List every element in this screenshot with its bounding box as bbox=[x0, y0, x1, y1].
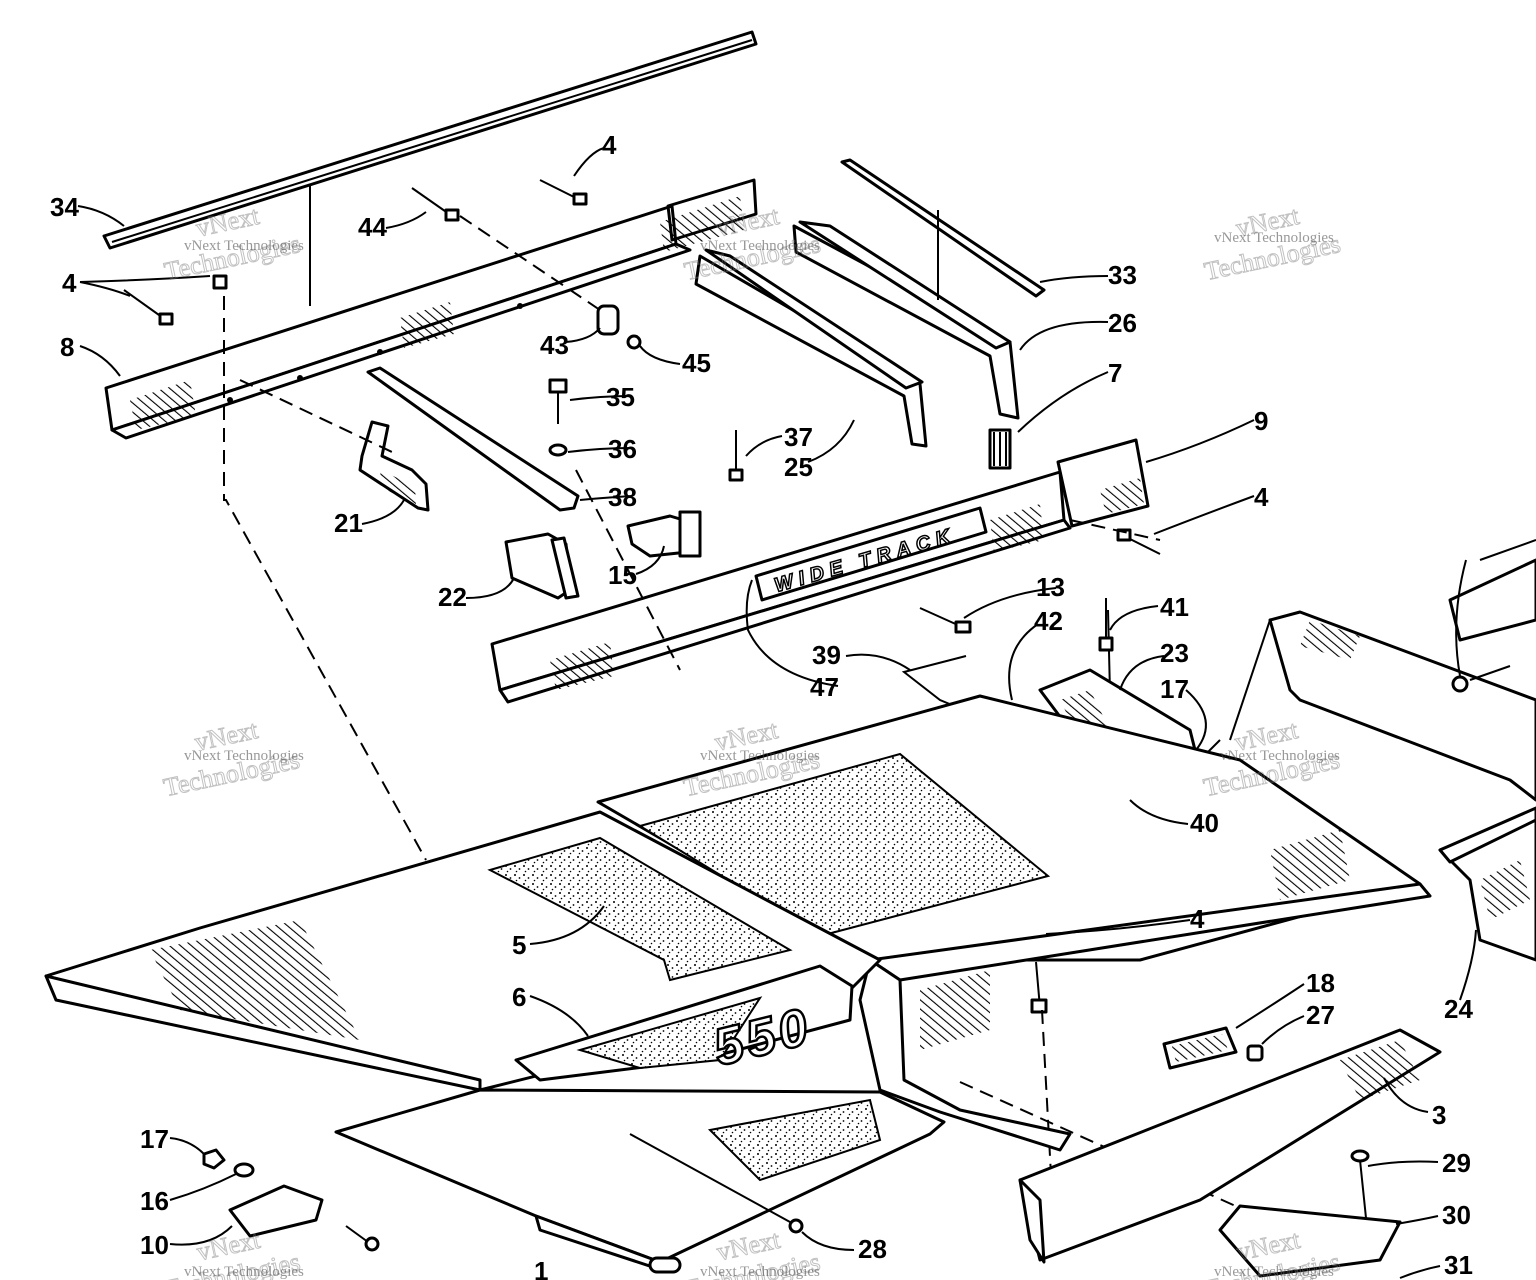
part-30-footrest bbox=[1218, 1204, 1402, 1278]
callout-43: 43 bbox=[540, 330, 569, 360]
callout-34: 34 bbox=[50, 192, 79, 222]
callout-4-right: 4 bbox=[1254, 482, 1269, 512]
callout-3: 3 bbox=[1432, 1100, 1446, 1130]
callout-27: 27 bbox=[1306, 1000, 1335, 1030]
callout-29: 29 bbox=[1442, 1148, 1471, 1178]
part-43-clip bbox=[596, 304, 642, 350]
part-26-bracket-rail bbox=[792, 220, 1020, 420]
part-29-bolt bbox=[1350, 1149, 1370, 1219]
callout-42: 42 bbox=[1034, 606, 1063, 636]
callout-44: 44 bbox=[358, 212, 387, 242]
leader-lines bbox=[77, 147, 1477, 1279]
part-5-pad bbox=[487, 836, 793, 982]
part-41-rivet bbox=[1098, 598, 1114, 652]
part-28-screw bbox=[629, 1133, 804, 1234]
part-17-nut-lower bbox=[202, 1148, 226, 1170]
callout-33: 33 bbox=[1108, 260, 1137, 290]
callout-15: 15 bbox=[608, 560, 637, 590]
callout-26: 26 bbox=[1108, 308, 1137, 338]
part-35-bolt bbox=[548, 378, 568, 457]
watermark-text: vNext Technologies bbox=[184, 748, 304, 764]
callout-22: 22 bbox=[438, 582, 467, 612]
part-3-running-board bbox=[1018, 1028, 1442, 1264]
callout-18: 18 bbox=[1306, 968, 1335, 998]
callout-31: 31 bbox=[1444, 1250, 1473, 1280]
part-33-strip bbox=[840, 158, 1046, 298]
watermark-text: vNext Technologies bbox=[700, 1264, 820, 1280]
part-9-end-plate bbox=[1056, 438, 1150, 528]
callout-41: 41 bbox=[1160, 592, 1189, 622]
watermark-text: vNext Technologies bbox=[184, 1264, 304, 1280]
callout-13: 13 bbox=[1036, 572, 1065, 602]
callout-24: 24 bbox=[1444, 994, 1473, 1024]
part-27-screw bbox=[1246, 1044, 1264, 1062]
callout-37: 37 bbox=[784, 422, 813, 452]
callout-17-upper: 17 bbox=[1160, 674, 1189, 704]
callout-5: 5 bbox=[512, 930, 526, 960]
part-21-bracket bbox=[358, 420, 430, 512]
callout-4-top: 4 bbox=[602, 130, 617, 160]
part-4-rivets bbox=[123, 179, 1161, 1014]
part-8-rail-channel bbox=[104, 178, 758, 440]
part-47-wide-track-rail: WIDE TRACK bbox=[490, 470, 1072, 704]
callout-40: 40 bbox=[1190, 808, 1219, 838]
part-10-block bbox=[228, 1184, 324, 1238]
callout-28: 28 bbox=[858, 1234, 887, 1264]
callout-39: 39 bbox=[812, 640, 841, 670]
callout-10: 10 bbox=[140, 1230, 169, 1260]
watermark-text: vNext Technologies bbox=[184, 238, 304, 254]
callout-4: 4 bbox=[62, 268, 77, 298]
watermark-text: vNext Technologies bbox=[700, 238, 820, 254]
watermark-text: vNext Technologies bbox=[1214, 1264, 1334, 1280]
callout-38: 38 bbox=[608, 482, 637, 512]
callout-30: 30 bbox=[1442, 1200, 1471, 1230]
tunnel-body bbox=[596, 694, 1536, 1152]
callout-7: 7 bbox=[1108, 358, 1122, 388]
callout-47: 47 bbox=[810, 672, 839, 702]
callout-17-lower: 17 bbox=[140, 1124, 169, 1154]
callout-25: 25 bbox=[784, 452, 813, 482]
callout-labels: 34 44 4 4 8 43 45 33 26 7 35 36 37 25 9 … bbox=[50, 130, 1473, 1280]
part-screw-lower bbox=[345, 1225, 380, 1252]
part-25-bracket-rail bbox=[694, 248, 928, 448]
watermark-text: vNext Technologies bbox=[1220, 748, 1340, 764]
watermark-text: vNext Technologies bbox=[700, 748, 820, 764]
part-18-reflector bbox=[1162, 1026, 1238, 1070]
part-34-rail-strip bbox=[102, 30, 758, 250]
part-7-brush bbox=[988, 428, 1012, 470]
part-15-hinge bbox=[626, 510, 702, 558]
callout-23: 23 bbox=[1160, 638, 1189, 668]
part-38-brace bbox=[366, 366, 580, 512]
callout-1: 1 bbox=[534, 1256, 548, 1280]
callout-36: 36 bbox=[608, 434, 637, 464]
part-16-washer bbox=[233, 1162, 255, 1178]
part-6-decal-550: 550 bbox=[514, 964, 854, 1082]
part-22-bracket bbox=[504, 532, 580, 600]
part-13-rivet bbox=[919, 607, 972, 634]
callout-6: 6 bbox=[512, 982, 526, 1012]
part-1-lower-panel bbox=[334, 1088, 946, 1274]
callout-21: 21 bbox=[334, 508, 363, 538]
callout-16: 16 bbox=[140, 1186, 169, 1216]
callout-35: 35 bbox=[606, 382, 635, 412]
callout-8: 8 bbox=[60, 332, 74, 362]
watermark-text: vNext Technologies bbox=[1214, 230, 1334, 246]
callout-9: 9 bbox=[1254, 406, 1268, 436]
callout-4-lower: 4 bbox=[1190, 904, 1205, 934]
part-37-rivet bbox=[728, 430, 744, 482]
callout-45: 45 bbox=[682, 348, 711, 378]
